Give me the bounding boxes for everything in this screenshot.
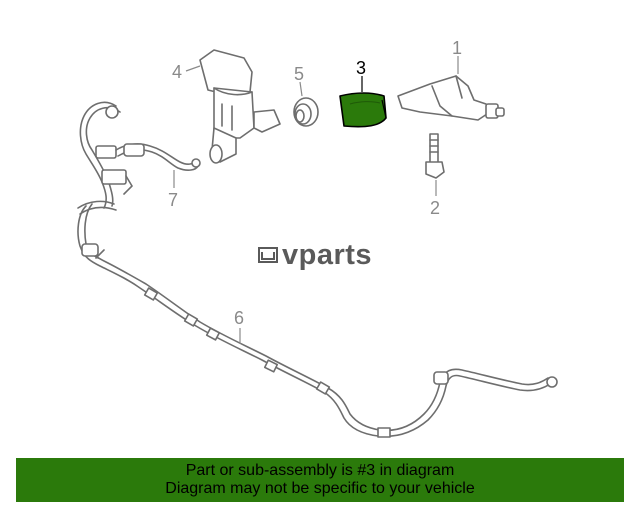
- leader-4: [185, 65, 201, 72]
- part-6-hose: [77, 203, 558, 438]
- callout-5: 5: [294, 64, 304, 84]
- callout-1: 1: [452, 38, 462, 58]
- part-4-washer-pump: [199, 49, 281, 164]
- part-5-grommet: [293, 97, 319, 127]
- parts-diagram: 4 5 3 1 2 7 6: [77, 38, 558, 438]
- watermark: vparts: [258, 238, 372, 272]
- callout-4: 4: [172, 62, 182, 82]
- part-7-hose-assembly: [77, 101, 201, 215]
- callout-2: 2: [430, 198, 440, 218]
- banner-line-2: Diagram may not be specific to your vehi…: [165, 480, 475, 497]
- info-banner: Part or sub-assembly is #3 in diagram Di…: [16, 458, 624, 502]
- part-3-highlighted: [339, 92, 387, 128]
- part-2-bolt: [425, 133, 445, 179]
- leader-5: [299, 81, 303, 97]
- banner-line-1: Part or sub-assembly is #3 in diagram: [185, 462, 455, 479]
- part-1-washer-nozzle: [397, 75, 505, 121]
- callout-7: 7: [168, 190, 178, 210]
- callout-6: 6: [234, 308, 244, 328]
- lv-logo-icon: [258, 247, 278, 263]
- watermark-text: vparts: [282, 238, 373, 271]
- callout-3: 3: [356, 58, 366, 78]
